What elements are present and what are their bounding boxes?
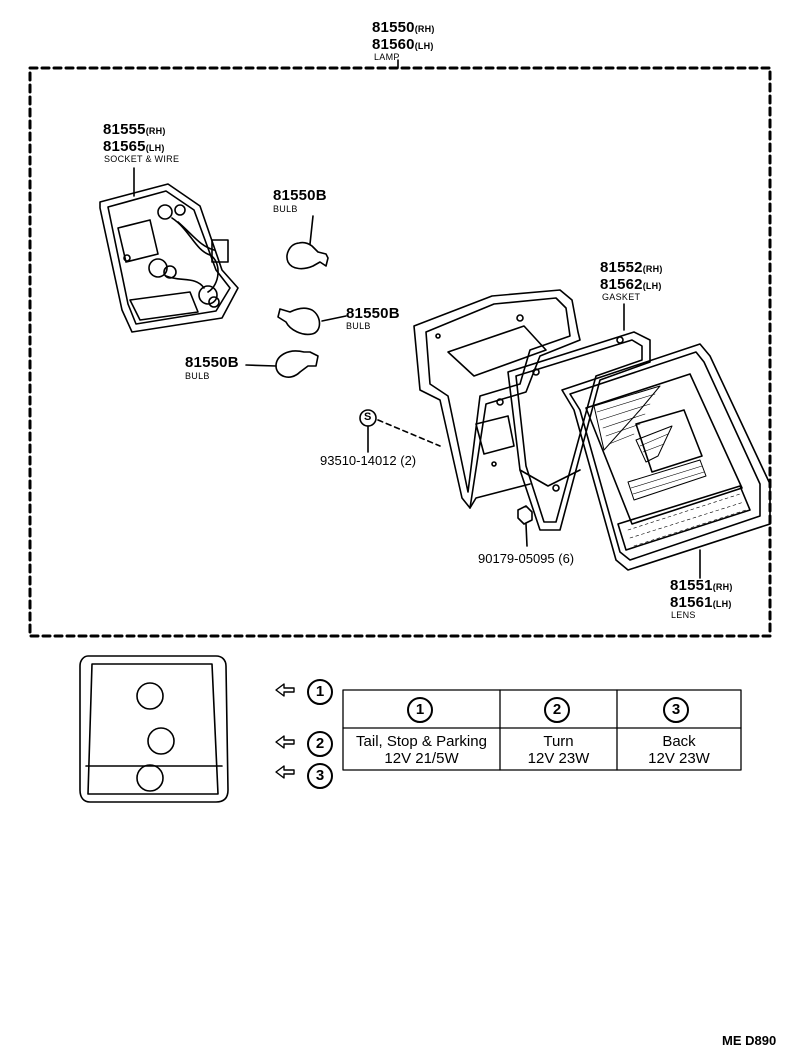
cell-2-rating: 12V 23W [527, 750, 590, 767]
gasket-shape [507, 331, 651, 531]
gasket-part-number-lh: 81562(LH) [600, 277, 662, 292]
nut-shape [517, 505, 533, 547]
table-header-2: 2 [544, 697, 570, 723]
lens-part-number-lh: 81561(LH) [670, 595, 732, 610]
socket-part-number-lh: 81565(LH) [103, 139, 165, 154]
bulb-low-name: BULB [185, 371, 210, 381]
lamp-part-number-lh: 81560(LH) [372, 37, 434, 52]
lamp-pn1: 81550 [372, 19, 415, 36]
lamp-side1: (RH) [414, 24, 435, 34]
table-cell-tail-stop-parking: Tail, Stop & Parking 12V 21/5W [343, 733, 500, 767]
bulb-mid-part-number: 81550B [346, 305, 400, 322]
lens-shape [561, 343, 771, 571]
cell-1-rating: 12V 21/5W [384, 750, 459, 767]
bulb-top-shape [286, 215, 329, 270]
bulb-top-name: BULB [273, 204, 298, 214]
gasket-pn2: 81562 [600, 276, 643, 293]
lens-pn2: 81561 [670, 594, 713, 611]
socket-part-number-rh: 81555(RH) [103, 122, 166, 137]
gasket-pn1: 81552 [600, 259, 643, 276]
cell-2-function: Turn [543, 733, 574, 750]
socket-name: SOCKET & WIRE [104, 154, 180, 164]
arrow-icons [275, 683, 295, 779]
socket-wire-board [99, 167, 239, 333]
bulb-top-part-number: 81550B [273, 187, 327, 204]
reference-panel [79, 655, 229, 803]
gasket-side2: (LH) [642, 281, 662, 291]
screw-s-symbol: S [364, 411, 372, 423]
gasket-side1: (RH) [642, 264, 663, 274]
cell-3-rating: 12V 23W [648, 750, 710, 767]
lens-side1: (RH) [712, 582, 733, 592]
marker-2: 2 [307, 731, 333, 757]
cell-1-function: Tail, Stop & Parking [356, 733, 487, 750]
lens-pn1: 81551 [670, 577, 713, 594]
screw-s-part-number: 93510-14012 (2) [320, 453, 417, 468]
lamp-pn2: 81560 [372, 36, 415, 53]
bulb-mid-name: BULB [346, 321, 371, 331]
bulb-mid-shape [277, 307, 347, 336]
table-header-3: 3 [663, 697, 689, 723]
bulb-low-shape [245, 350, 319, 378]
lens-part-number-rh: 81551(RH) [670, 578, 733, 593]
cell-3-function: Back [662, 733, 696, 750]
table-cell-back: Back 12V 23W [617, 733, 741, 767]
lamp-side2: (LH) [414, 41, 434, 51]
lamp-housing [413, 289, 581, 509]
socket-pn2: 81565 [103, 138, 146, 155]
lens-name: LENS [671, 610, 696, 620]
lamp-part-number-rh: 81550(RH) [372, 20, 435, 35]
lens-side2: (LH) [712, 599, 732, 609]
table-cell-turn: Turn 12V 23W [500, 733, 617, 767]
table-header-1: 1 [407, 697, 433, 723]
lamp-name: LAMP [374, 52, 400, 62]
socket-side1: (RH) [145, 126, 166, 136]
bulb-low-part-number: 81550B [185, 354, 239, 371]
marker-3: 3 [307, 763, 333, 789]
socket-side2: (LH) [145, 143, 165, 153]
marker-1: 1 [307, 679, 333, 705]
diagram-code: ME D890 [722, 1033, 777, 1048]
gasket-name: GASKET [602, 292, 641, 302]
nut-part-number: 90179-05095 (6) [478, 551, 575, 566]
gasket-part-number-rh: 81552(RH) [600, 260, 663, 275]
socket-pn1: 81555 [103, 121, 146, 138]
bulb-table-grid [342, 689, 742, 771]
screw-s-shape [359, 409, 441, 453]
assembly-boundary [28, 66, 772, 638]
